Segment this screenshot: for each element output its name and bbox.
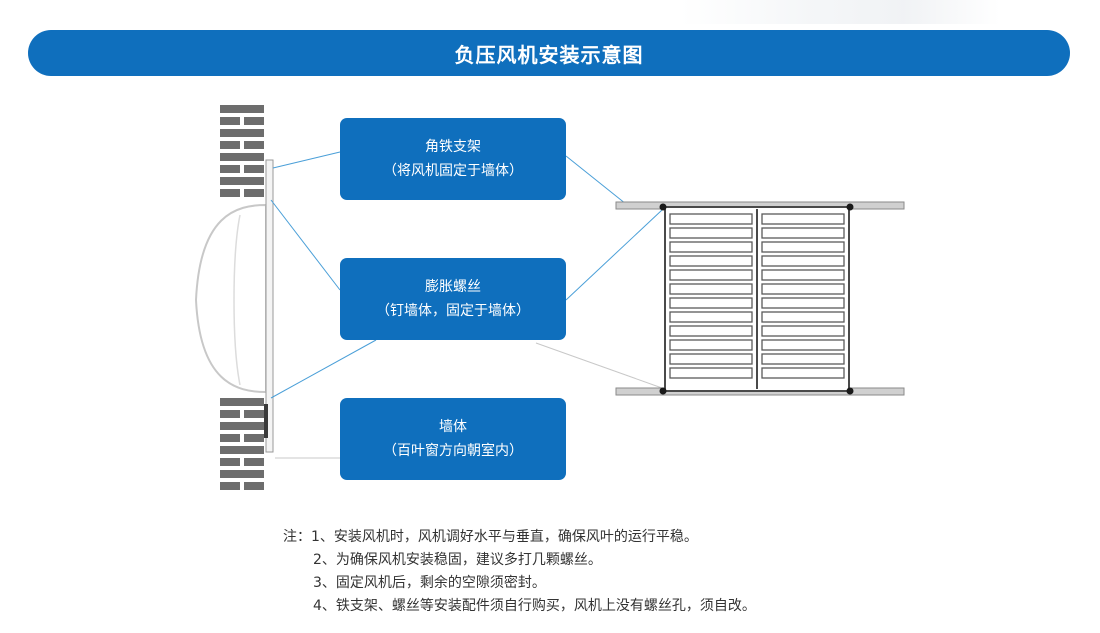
label-desc: （百叶窗方向朝室内） [383, 443, 523, 459]
bolt-markers [659, 203, 854, 395]
header-decoration [680, 0, 1000, 24]
label-desc: （钉墙体，固定于墙体） [376, 303, 530, 319]
brick-wall-lower [220, 398, 264, 490]
note-prefix: 注： [283, 529, 311, 545]
note-item: 2、为确保风机安装稳固，建议多打几颗螺丝。 [313, 552, 602, 568]
note-item: 4、铁支架、螺丝等安装配件须自行购买，风机上没有螺丝孔，须自改。 [313, 598, 756, 614]
leader-lines-grey [275, 342, 663, 459]
label-title: 角铁支架 [425, 139, 481, 155]
label-desc: （将风机固定于墙体） [383, 163, 523, 179]
label-title: 膨胀螺丝 [425, 279, 481, 295]
note-item: 注：1、安装风机时，风机调好水平与垂直，确保风叶的运行平稳。 [283, 529, 698, 545]
label-title: 墙体 [439, 419, 467, 435]
fan-side-view [194, 159, 274, 453]
label-angle-iron-bracket: 角铁支架 （将风机固定于墙体） [340, 118, 566, 200]
brick-wall-upper [220, 105, 264, 197]
label-expansion-screw: 膨胀螺丝 （钉墙体，固定于墙体） [340, 258, 566, 340]
title-banner: 负压风机安装示意图 [28, 30, 1070, 76]
note-item: 3、固定风机后，剩余的空隙须密封。 [313, 575, 546, 591]
installation-notes: 注：1、安装风机时，风机调好水平与垂直，确保风叶的运行平稳。 2、为确保风机安装… [283, 526, 756, 618]
label-wall: 墙体 （百叶窗方向朝室内） [340, 398, 566, 480]
fan-front-louver [615, 201, 905, 396]
page-title: 负压风机安装示意图 [454, 42, 644, 67]
leader-lines [270, 151, 663, 399]
